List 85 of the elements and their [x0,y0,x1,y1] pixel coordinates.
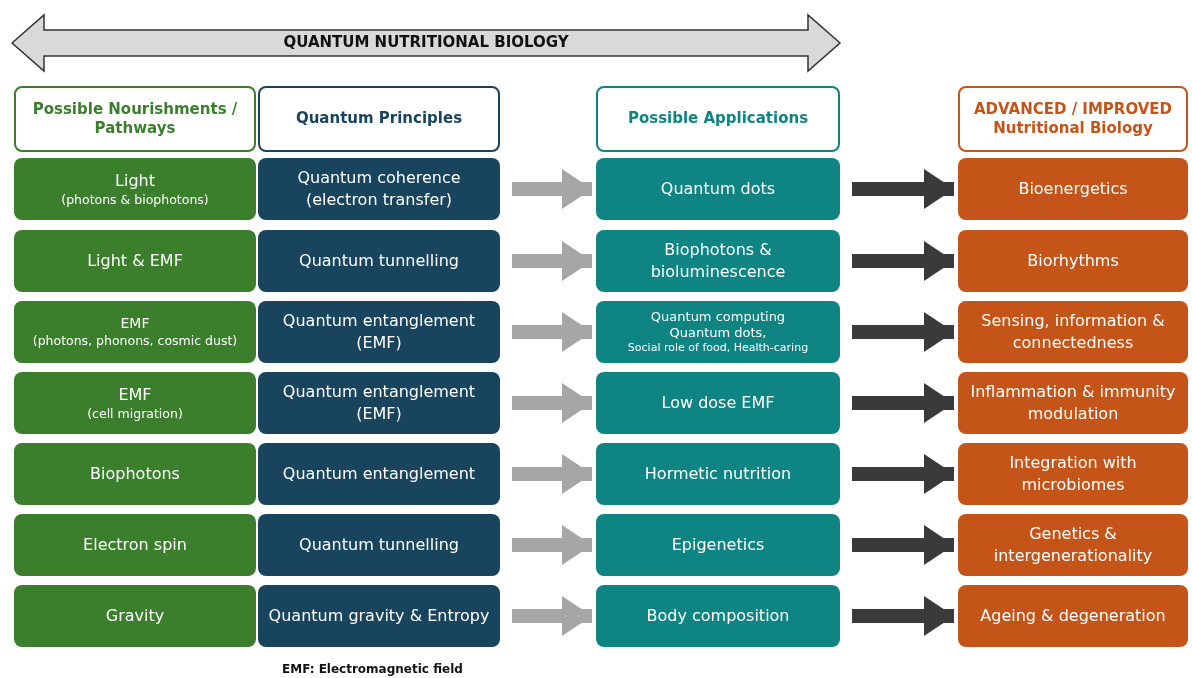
header-text: ADVANCED / IMPROVED Nutritional Biology [972,99,1174,139]
box-subtext: (cell migration) [87,405,183,422]
box-text: Ageing & degeneration [980,605,1166,627]
category-box [958,372,1188,434]
arrow [512,383,592,423]
category-box [258,158,500,220]
box-text: Quantum gravity & Entropy [268,605,490,627]
box-text: Quantum tunnelling [299,534,459,556]
category-box [596,514,840,576]
category-box [14,158,256,220]
box-text: Quantum dots [660,178,776,200]
arrow [852,241,954,281]
category-box [596,585,840,647]
box-subtext: (photons & biophotons) [61,191,209,208]
column-header [596,86,840,152]
category-box [258,372,500,434]
box-text: Quantum tunnelling [299,250,459,272]
box-text: Hormetic nutrition [644,463,792,485]
box-text: Sensing, information & connectedness [980,310,1166,354]
box-text: Quantum entanglement [282,463,476,485]
box-text: Quantum entanglement (EMF) [281,310,477,354]
box-text: Light [115,170,155,192]
box-text: Integration with microbiomes [1008,452,1138,496]
category-box [958,301,1188,363]
category-box [258,301,500,363]
column-header [958,86,1188,152]
box-text: Genetics & intergenerationality [992,523,1154,567]
header-text: Quantum Principles [295,109,463,129]
box-text: Biophotons & bioluminescence [649,239,787,283]
box-subtext: Quantum dots, [669,325,767,342]
arrow [512,525,592,565]
category-box [958,585,1188,647]
column-header [14,86,256,152]
arrow [852,596,954,636]
arrow [512,596,592,636]
category-box [596,301,840,363]
box-text: Biorhythms [1027,250,1119,272]
box-subtext: (photons, phonons, cosmic dust) [32,333,238,350]
box-text: Light & EMF [87,250,183,272]
box-text: EMF [120,314,150,334]
box-text: Body composition [646,605,790,627]
arrow [852,312,954,352]
footnote: EMF: Electromagnetic field [282,662,463,676]
category-box [14,301,256,363]
arrow [512,312,592,352]
box-text: Low dose EMF [661,392,775,414]
box-text: Electron spin [83,534,187,556]
header-text: Possible Nourishments / Pathways [31,99,239,139]
category-box [14,585,256,647]
category-box [596,158,840,220]
category-box [258,585,500,647]
category-box [258,230,500,292]
category-box [14,372,256,434]
arrow [852,383,954,423]
arrow [852,169,954,209]
box-subtext: Social role of food, Health-caring [627,341,809,356]
category-box [14,443,256,505]
column-header [258,86,500,152]
arrow [852,525,954,565]
arrow [852,454,954,494]
box-text: Epigenetics [671,534,765,556]
box-text: Gravity [105,605,165,627]
category-box [596,443,840,505]
category-box [958,158,1188,220]
arrow [512,169,592,209]
box-text: Quantum computing [650,308,786,326]
box-text: Biophotons [90,463,180,485]
category-box [14,230,256,292]
title: QUANTUM NUTRITIONAL BIOLOGY [282,33,570,51]
box-text: EMF [118,384,152,406]
category-box [596,230,840,292]
box-text: Inflammation & immunity modulation [969,381,1177,425]
category-box [958,230,1188,292]
category-box [258,514,500,576]
category-box [958,443,1188,505]
arrow [512,454,592,494]
arrow [512,241,592,281]
box-text: Bioenergetics [1018,178,1128,200]
header-text: Possible Applications [627,109,809,129]
category-box [596,372,840,434]
category-box [958,514,1188,576]
box-text: Quantum coherence (electron transfer) [296,167,462,211]
category-box [258,443,500,505]
category-box [14,514,256,576]
box-text: Quantum entanglement (EMF) [281,381,477,425]
